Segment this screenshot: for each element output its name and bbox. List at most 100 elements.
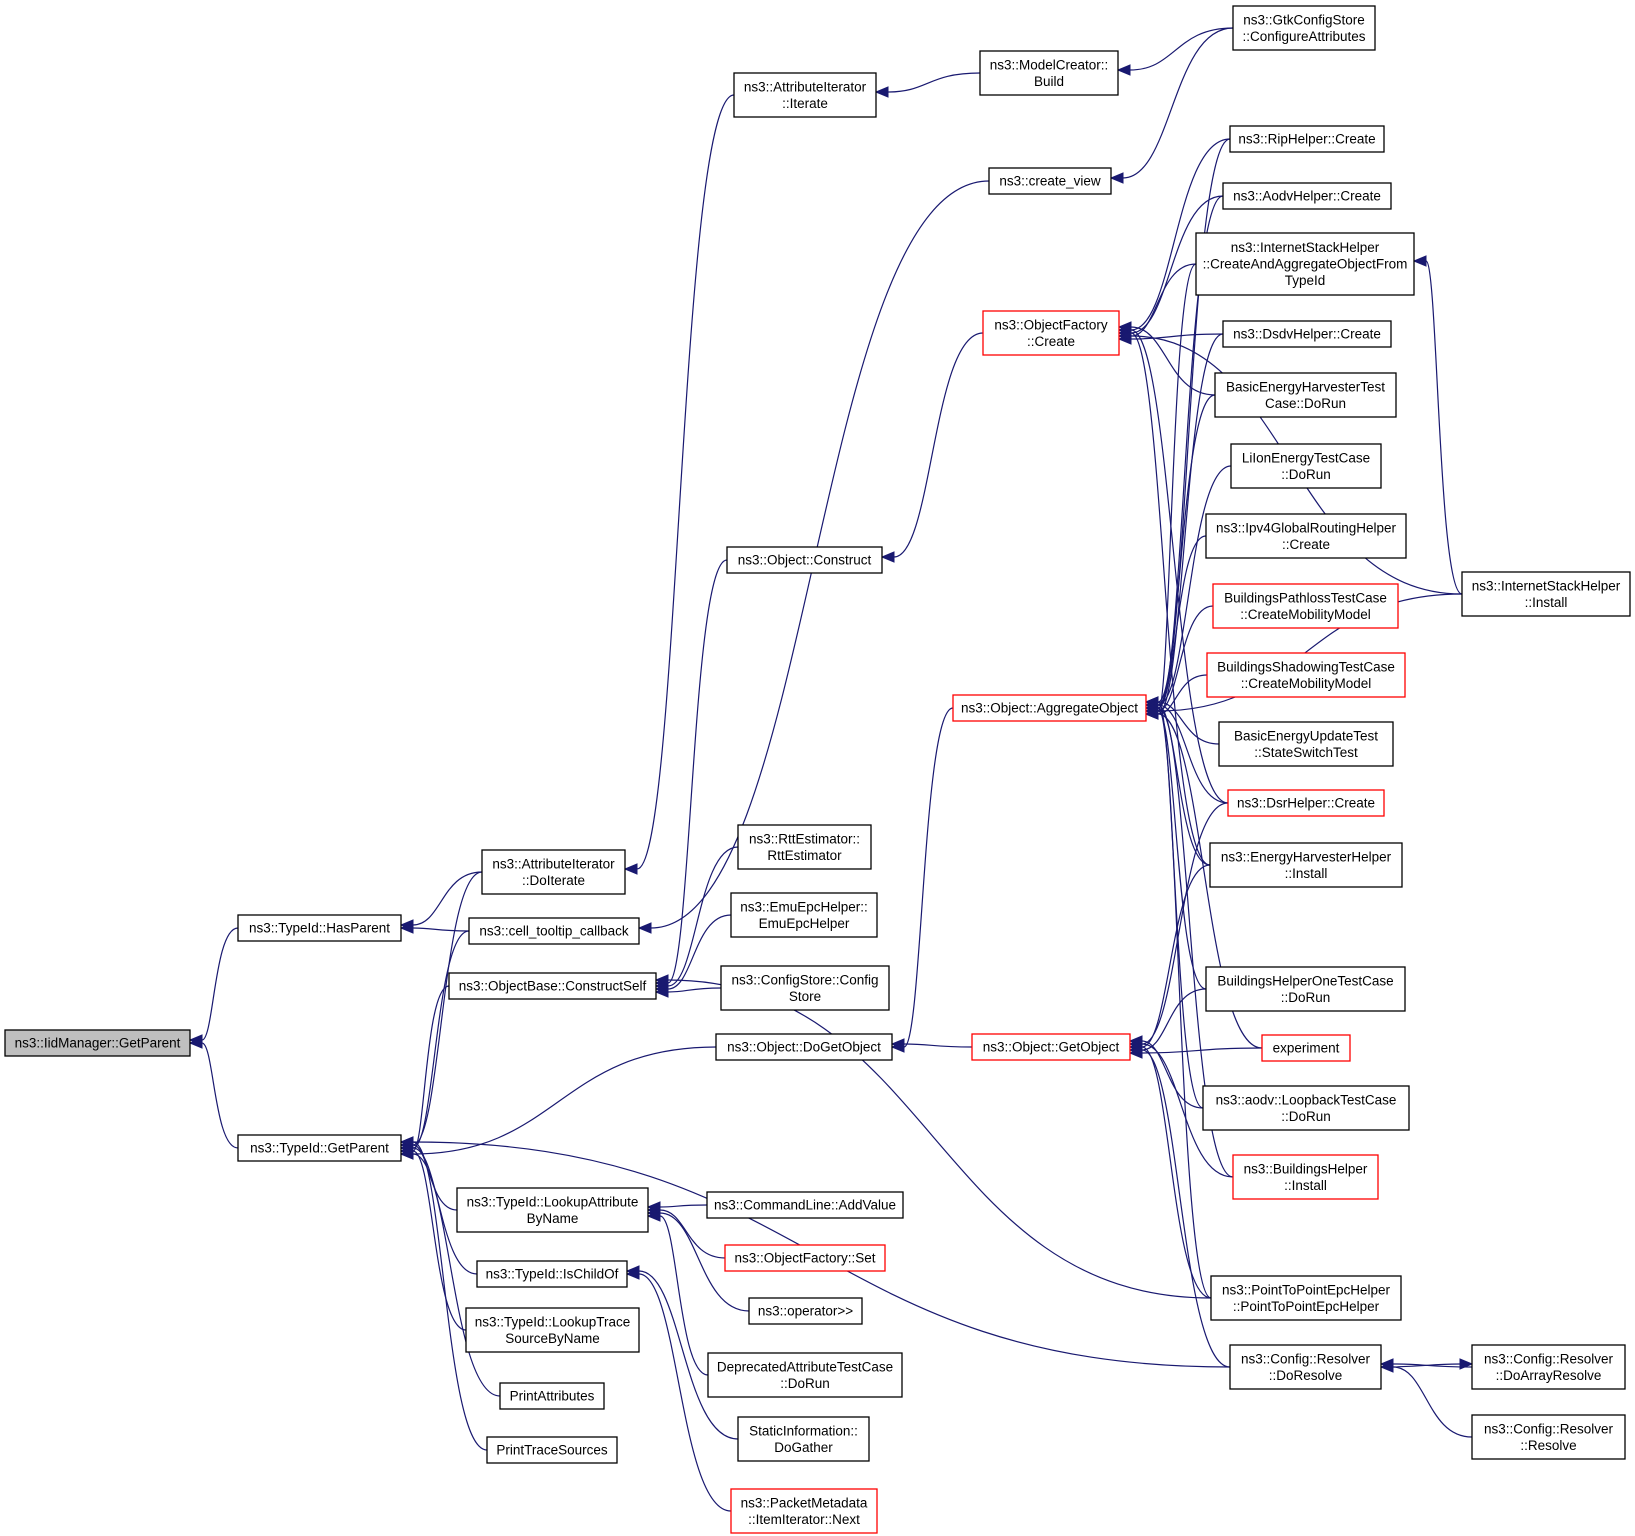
node-internetstack_caot[interactable]: ns3::InternetStackHelper::CreateAndAggre… <box>1195 232 1415 296</box>
node-basicenergyupdate[interactable]: BasicEnergyUpdateTest::StateSwitchTest <box>1218 721 1394 767</box>
node-box-bhelperone[interactable] <box>1205 966 1406 1012</box>
node-box-modelcreator[interactable] <box>979 50 1119 96</box>
node-emuepc[interactable]: ns3::EmuEpcHelper::EmuEpcHelper <box>730 892 878 938</box>
node-obj_construct[interactable]: ns3::Object::Construct <box>726 546 883 574</box>
node-box-create_view[interactable] <box>988 167 1112 195</box>
node-printattrs[interactable]: PrintAttributes <box>499 1382 605 1410</box>
node-box-resolver_doarray[interactable] <box>1471 1344 1626 1390</box>
node-dsrhelper[interactable]: ns3::DsrHelper::Create <box>1227 789 1385 817</box>
node-internetstack_install[interactable]: ns3::InternetStackHelper::Install <box>1461 571 1631 617</box>
node-aodvhelper[interactable]: ns3::AodvHelper::Create <box>1222 182 1392 210</box>
node-resolver_doresolve[interactable]: ns3::Config::Resolver::DoResolve <box>1229 1344 1382 1390</box>
node-box-printtrace[interactable] <box>486 1436 618 1464</box>
node-box-energyharvhelper[interactable] <box>1209 842 1403 888</box>
node-box-root[interactable] <box>4 1029 191 1057</box>
node-box-staticinfo[interactable] <box>737 1416 870 1462</box>
node-box-emuepc[interactable] <box>730 892 878 938</box>
node-root[interactable]: ns3::IidManager::GetParent <box>4 1029 191 1057</box>
node-box-aggregate[interactable] <box>952 694 1147 722</box>
node-box-iterate[interactable] <box>733 72 877 118</box>
node-box-bshadow[interactable] <box>1206 652 1406 698</box>
node-box-getparent[interactable] <box>237 1134 402 1162</box>
node-box-resolver_resolve[interactable] <box>1471 1414 1626 1460</box>
node-box-internetstack_caot[interactable] <box>1195 232 1415 296</box>
node-box-objfactory_set[interactable] <box>724 1244 886 1272</box>
node-box-aodvhelper[interactable] <box>1222 182 1392 210</box>
node-box-dsrhelper[interactable] <box>1227 789 1385 817</box>
node-box-deprecated[interactable] <box>707 1352 903 1398</box>
node-constructself[interactable]: ns3::ObjectBase::ConstructSelf <box>448 972 657 1000</box>
node-staticinfo[interactable]: StaticInformation::DoGather <box>737 1416 870 1462</box>
node-ischildof[interactable]: ns3::TypeId::IsChildOf <box>476 1260 628 1288</box>
node-cmdline_addvalue[interactable]: ns3::CommandLine::AddValue <box>706 1191 904 1219</box>
node-box-lookupattr[interactable] <box>456 1187 649 1233</box>
node-p2pepc[interactable]: ns3::PointToPointEpcHelper::PointToPoint… <box>1210 1275 1402 1321</box>
node-box-riphelper[interactable] <box>1229 125 1385 153</box>
node-box-ipv4global[interactable] <box>1205 513 1407 559</box>
node-cell_tooltip[interactable]: ns3::cell_tooltip_callback <box>468 917 640 945</box>
node-box-bhelperinstall[interactable] <box>1232 1154 1379 1200</box>
node-box-dsdvhelper[interactable] <box>1222 320 1392 348</box>
node-dsdvhelper[interactable]: ns3::DsdvHelper::Create <box>1222 320 1392 348</box>
node-box-experiment[interactable] <box>1261 1034 1351 1062</box>
node-box-gtkconfig[interactable] <box>1232 5 1376 51</box>
node-doiterate[interactable]: ns3::AttributeIterator::DoIterate <box>481 849 626 895</box>
node-box-configstore[interactable] <box>720 965 890 1011</box>
node-box-hasparent[interactable] <box>237 914 402 942</box>
node-box-p2pepc[interactable] <box>1210 1275 1402 1321</box>
node-operator_rshift[interactable]: ns3::operator>> <box>748 1297 863 1325</box>
node-box-cell_tooltip[interactable] <box>468 917 640 945</box>
node-printtrace[interactable]: PrintTraceSources <box>486 1436 618 1464</box>
node-configstore[interactable]: ns3::ConfigStore::ConfigStore <box>720 965 890 1011</box>
node-dogetobject[interactable]: ns3::Object::DoGetObject <box>715 1033 893 1061</box>
node-box-aodvloopback[interactable] <box>1202 1085 1410 1131</box>
node-box-internetstack_install[interactable] <box>1461 571 1631 617</box>
node-objfactory_create[interactable]: ns3::ObjectFactory::Create <box>982 310 1120 356</box>
node-box-getobject[interactable] <box>971 1033 1131 1061</box>
node-box-ischildof[interactable] <box>476 1260 628 1288</box>
node-aggregate[interactable]: ns3::Object::AggregateObject <box>952 694 1147 722</box>
node-box-printattrs[interactable] <box>499 1382 605 1410</box>
node-aodvloopback[interactable]: ns3::aodv::LoopbackTestCase::DoRun <box>1202 1085 1410 1131</box>
node-experiment[interactable]: experiment <box>1261 1034 1351 1062</box>
node-gtkconfig[interactable]: ns3::GtkConfigStore::ConfigureAttributes <box>1232 5 1376 51</box>
node-ipv4global[interactable]: ns3::Ipv4GlobalRoutingHelper::Create <box>1205 513 1407 559</box>
node-hasparent[interactable]: ns3::TypeId::HasParent <box>237 914 402 942</box>
node-box-bpathloss[interactable] <box>1212 583 1399 629</box>
node-box-liion[interactable] <box>1230 443 1382 489</box>
node-box-resolver_doresolve[interactable] <box>1229 1344 1382 1390</box>
node-rtt[interactable]: ns3::RttEstimator::RttEstimator <box>737 824 872 870</box>
node-deprecated[interactable]: DeprecatedAttributeTestCase::DoRun <box>707 1352 903 1398</box>
node-bshadow[interactable]: BuildingsShadowingTestCase::CreateMobili… <box>1206 652 1406 698</box>
node-box-basicenergyupdate[interactable] <box>1218 721 1394 767</box>
node-bhelperone[interactable]: BuildingsHelperOneTestCase::DoRun <box>1205 966 1406 1012</box>
node-getobject[interactable]: ns3::Object::GetObject <box>971 1033 1131 1061</box>
node-box-basicenergyharv[interactable] <box>1214 372 1397 418</box>
node-modelcreator[interactable]: ns3::ModelCreator::Build <box>979 50 1119 96</box>
node-resolver_doarray[interactable]: ns3::Config::Resolver::DoArrayResolve <box>1471 1344 1626 1390</box>
node-liion[interactable]: LiIonEnergyTestCase::DoRun <box>1230 443 1382 489</box>
node-energyharvhelper[interactable]: ns3::EnergyHarvesterHelper::Install <box>1209 842 1403 888</box>
node-box-operator_rshift[interactable] <box>748 1297 863 1325</box>
node-bpathloss[interactable]: BuildingsPathlossTestCase::CreateMobilit… <box>1212 583 1399 629</box>
node-objfactory_set[interactable]: ns3::ObjectFactory::Set <box>724 1244 886 1272</box>
node-resolver_resolve[interactable]: ns3::Config::Resolver::Resolve <box>1471 1414 1626 1460</box>
node-box-rtt[interactable] <box>737 824 872 870</box>
node-box-lookuptrace[interactable] <box>465 1307 640 1353</box>
node-pktmeta[interactable]: ns3::PacketMetadata::ItemIterator::Next <box>730 1488 878 1534</box>
node-riphelper[interactable]: ns3::RipHelper::Create <box>1229 125 1385 153</box>
node-box-cmdline_addvalue[interactable] <box>706 1191 904 1219</box>
node-box-objfactory_create[interactable] <box>982 310 1120 356</box>
node-box-constructself[interactable] <box>448 972 657 1000</box>
node-create_view[interactable]: ns3::create_view <box>988 167 1112 195</box>
node-getparent[interactable]: ns3::TypeId::GetParent <box>237 1134 402 1162</box>
node-box-pktmeta[interactable] <box>730 1488 878 1534</box>
node-box-obj_construct[interactable] <box>726 546 883 574</box>
node-bhelperinstall[interactable]: ns3::BuildingsHelper::Install <box>1232 1154 1379 1200</box>
node-box-doiterate[interactable] <box>481 849 626 895</box>
node-box-dogetobject[interactable] <box>715 1033 893 1061</box>
node-iterate[interactable]: ns3::AttributeIterator::Iterate <box>733 72 877 118</box>
